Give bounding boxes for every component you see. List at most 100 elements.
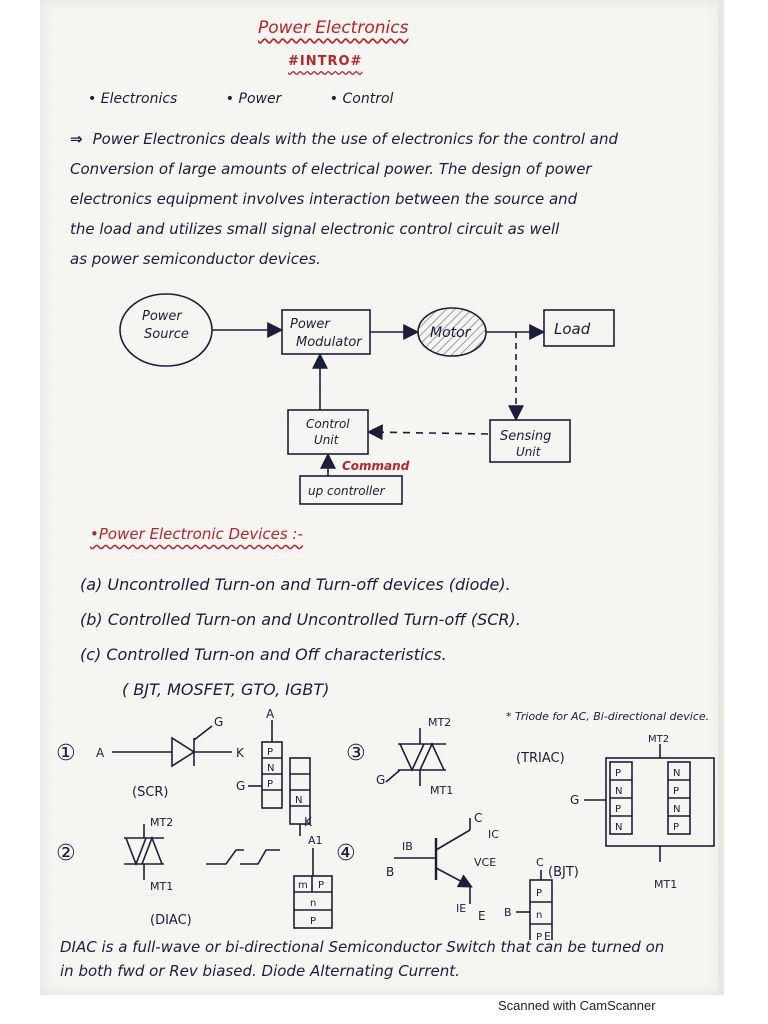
device-symbols: ① ② ③ ④ A K G (SCR) A G K P N P N MT2 MT…: [56, 707, 715, 940]
triac-left-layer-2: N: [615, 786, 622, 797]
bjt-emitter-label: E: [478, 909, 486, 923]
page-edge: [718, 0, 724, 995]
paragraph-line: as power semiconductor devices.: [70, 250, 321, 268]
triac-left-layer-1: P: [615, 768, 621, 779]
device-item: (b) Controlled Turn-on and Uncontrolled …: [80, 610, 521, 629]
bjt-layer-3: P: [536, 932, 542, 940]
topic-control: Control: [342, 91, 394, 107]
scr-caption: (SCR): [132, 785, 169, 800]
triac-right-layer-2: P: [673, 786, 679, 797]
device-item: (a) Uncontrolled Turn-on and Turn-off de…: [80, 575, 511, 594]
scr-layer-gate-label: G: [236, 779, 245, 793]
sensing-unit-label-1: Sensing: [500, 429, 551, 444]
symbol-number-4: ④: [336, 841, 356, 866]
controller-box: [299, 475, 403, 505]
controller-label: up controller: [308, 484, 386, 498]
bjt-layer-emitter-label: E: [544, 930, 551, 940]
triac-triangle-2: [419, 742, 445, 771]
diac-note-line-1: DIAC is a full-wave or bi-directional Se…: [60, 938, 665, 956]
triac-note: * Triode for AC, Bi-directional device.: [506, 710, 709, 723]
triac-layer-mt1-label: MT1: [654, 878, 677, 891]
diac-triangle-2: [141, 835, 163, 865]
page-subtitle: #INTRO#: [288, 54, 363, 69]
diac-characteristic-curve: [206, 849, 280, 865]
topic-item: • Electronics: [88, 91, 178, 107]
control-unit-label-1: Control: [306, 417, 350, 431]
diac-layer-3: n: [310, 898, 316, 909]
block-diagram: Power Source Power Modulator Motor Load …: [119, 293, 615, 505]
bjt-layer-base-label: B: [504, 906, 512, 919]
bjt-layer-2: n: [536, 910, 542, 921]
symbol-number-2: ②: [56, 841, 76, 866]
power-modulator-label-2: Modulator: [296, 335, 363, 350]
symbol-number-3: ③: [346, 741, 366, 766]
devices-heading: •Power Electronic Devices :-: [90, 525, 303, 543]
bjt-ib-label: IB: [402, 840, 413, 853]
triac-left-layer-3: P: [615, 804, 621, 815]
power-source-label-1: Power: [142, 309, 183, 324]
symbol-number-1: ①: [56, 741, 76, 766]
scr-cathode-label: K: [236, 746, 245, 760]
triac-layer-gate-label: G: [570, 793, 579, 807]
command-label: Command: [342, 459, 410, 473]
topic-item: • Control: [329, 91, 394, 107]
diac-note-line-2: in both fwd or Rev biased. Diode Alterna…: [60, 962, 460, 980]
paragraph-line: electronics equipment involves interacti…: [70, 190, 578, 208]
load-label: Load: [554, 320, 591, 338]
bjt-ie-label: IE: [456, 902, 466, 915]
scr-layer-4: N: [295, 795, 302, 806]
device-item: (c) Controlled Turn-on and Off character…: [80, 645, 447, 664]
implies-arrow-icon: ⇒: [70, 130, 83, 148]
triac-layer-mt2-label: MT2: [648, 734, 669, 745]
topic-item: • Power: [225, 91, 282, 107]
diac-a1-label: A1: [308, 834, 323, 847]
topic-electronics: Electronics: [100, 91, 178, 107]
page-title: Power Electronics: [258, 18, 409, 38]
bjt-base-label: B: [386, 865, 394, 879]
diac-layer-2: P: [318, 880, 324, 891]
bjt-collector-label: C: [474, 811, 482, 825]
devices-list: (a) Uncontrolled Turn-on and Turn-off de…: [80, 567, 521, 707]
motor-label: Motor: [430, 325, 472, 341]
scr-gate-lead: [193, 725, 213, 741]
triac-caption: (TRIAC): [516, 751, 565, 766]
power-modulator-label-1: Power: [290, 317, 331, 332]
bjt-caption: (BJT): [548, 865, 579, 880]
intro-paragraph: ⇒Power Electronics deals with the use of…: [70, 124, 700, 274]
triac-gate-lead: [385, 769, 401, 783]
bjt-vce-label: VCE: [474, 856, 496, 869]
diac-layer-1: m: [298, 880, 308, 891]
topic-power: Power: [238, 91, 282, 107]
arrow-sensing-control: [366, 424, 489, 441]
scr-anode-label: A: [96, 746, 105, 760]
triac-mt2-label: MT2: [428, 716, 451, 729]
scr-gate-label: G: [214, 715, 223, 729]
triac-left-layer-4: N: [615, 822, 622, 833]
control-unit-label-2: Unit: [314, 433, 340, 447]
triac-right-layer-4: P: [673, 822, 679, 833]
triac-gate-label: G: [376, 773, 385, 787]
triac-right-layer-1: N: [673, 768, 680, 779]
scr-layer-1: P: [267, 747, 273, 758]
topic-list: • Electronics • Power • Control: [88, 91, 437, 107]
triac-mt1-label: MT1: [430, 784, 453, 797]
diac-caption: (DIAC): [150, 913, 192, 928]
sensing-unit-label-2: Unit: [516, 445, 542, 459]
diac-mt1-label: MT1: [150, 880, 173, 893]
sensing-unit-box: [489, 419, 571, 463]
triac-right-layer-3: N: [673, 804, 680, 815]
bjt-layer-1: P: [536, 888, 542, 899]
bjt-ic-label: IC: [488, 828, 499, 841]
device-item: ( BJT, MOSFET, GTO, IGBT): [122, 680, 330, 699]
diac-mt2-label: MT2: [150, 816, 173, 829]
scr-layer-cathode-label: K: [304, 815, 313, 829]
paragraph-line: Conversion of large amounts of electrica…: [70, 160, 592, 178]
scr-layer-anode-label: A: [266, 707, 275, 721]
paragraph-line: ⇒Power Electronics deals with the use of…: [70, 124, 700, 154]
notebook-page: [40, 0, 724, 995]
scr-layer-2: N: [267, 763, 274, 774]
scr-diode-triangle: [171, 736, 196, 768]
diac-layer-4: P: [310, 916, 316, 927]
bjt-layer-collector-label: C: [536, 856, 544, 869]
triac-triangle-1: [399, 743, 425, 772]
